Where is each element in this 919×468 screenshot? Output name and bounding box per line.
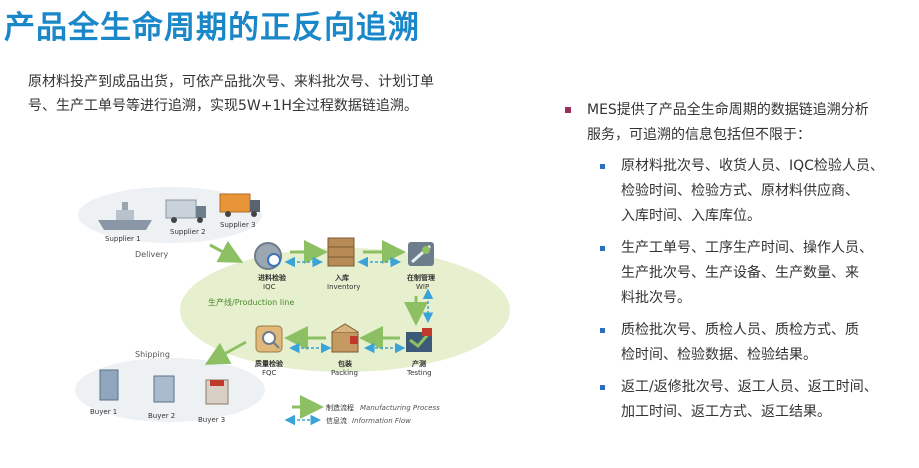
legend-manufacturing-en: Manufacturing Process: [360, 404, 440, 412]
list-item-line: 加工时间、返工方式、返工结果。: [621, 404, 831, 420]
list-item: 原材料批次号、收货人员、IQC检验人员、 检验时间、检验方式、原材料供应商、 入…: [600, 154, 915, 229]
tools-icon: [408, 242, 434, 266]
list-item-line: 返工/返修批次号、返工人员、返工时间、: [621, 379, 878, 395]
document-magnifier-icon: [255, 325, 283, 353]
trace-list: 原材料批次号、收货人员、IQC检验人员、 检验时间、检验方式、原材料供应商、 入…: [565, 154, 915, 425]
list-item-line: 生产工单号、工序生产时间、操作人员、: [621, 240, 873, 256]
ship-icon: [98, 202, 152, 230]
crates-icon: [327, 237, 355, 267]
intro-line-2: 号、生产工单号等进行追溯，实现5W+1H全过程数据链追溯。: [28, 98, 418, 114]
buyer-3-label: Buyer 3: [198, 416, 225, 424]
testing-cn-label: 产测: [412, 359, 426, 368]
production-line-label: 生产线/Production line: [208, 297, 294, 307]
orange-truck-icon: [219, 193, 260, 217]
buyer-1-label: Buyer 1: [90, 408, 117, 416]
list-item-line: 质检批次号、质检人员、质检方式、质: [621, 322, 859, 338]
list-item-line: 料批次号。: [621, 290, 691, 306]
supplier-3-label: Supplier 3: [220, 221, 256, 229]
supplier-1-label: Supplier 1: [105, 235, 141, 243]
packing-cn-label: 包装: [338, 359, 352, 368]
delivery-arrow: [209, 240, 244, 263]
traceability-info: MES提供了产品全生命周期的数据链追溯分析 服务，可追溯的信息包括但不限于： 原…: [565, 98, 915, 432]
lead-paragraph: MES提供了产品全生命周期的数据链追溯分析 服务，可追溯的信息包括但不限于：: [565, 98, 915, 148]
list-item-line: 生产批次号、生产设备、生产数量、来: [621, 265, 859, 281]
legend-information-en: Information Flow: [352, 417, 411, 425]
truck-icon: [165, 199, 206, 223]
diagram-svg: Supplier 1 Supplier 2 Supplier 3 Deliver…: [75, 187, 510, 426]
list-item-line: 原材料批次号、收货人员、IQC检验人员、: [621, 158, 884, 174]
shipping-label: Shipping: [135, 350, 170, 359]
legend-manufacturing-cn: 制造流程: [326, 403, 354, 412]
production-ellipse: [180, 248, 510, 372]
list-item-line: 检时间、检验数据、检验结果。: [621, 347, 817, 363]
intro-text: 原材料投产到成品出货，可依产品批次号、来料批次号、计划订单 号、生产工单号等进行…: [28, 70, 478, 118]
delivery-label: Delivery: [135, 250, 168, 259]
list-bullet: [600, 385, 605, 390]
lead-bullet: [565, 107, 571, 113]
traceability-diagram: Supplier 1 Supplier 2 Supplier 3 Deliver…: [60, 180, 520, 430]
wip-en-label: WIP: [416, 283, 429, 291]
supplier-2-label: Supplier 2: [170, 228, 206, 236]
inventory-cn-label: 入库: [334, 273, 349, 282]
building-icon: [99, 369, 229, 405]
list-bullet: [600, 164, 605, 169]
box-icon: [331, 323, 359, 353]
list-item-line: 入库时间、入库库位。: [621, 208, 761, 224]
list-bullet: [600, 328, 605, 333]
list-item: 质检批次号、质检人员、质检方式、质 检时间、检验数据、检验结果。: [600, 318, 915, 368]
lead-line-1: MES提供了产品全生命周期的数据链追溯分析: [587, 102, 869, 118]
fqc-cn-label: 质量检验: [255, 359, 284, 368]
legend-information-cn: 信息流: [326, 416, 347, 425]
list-item: 生产工单号、工序生产时间、操作人员、 生产批次号、生产设备、生产数量、来 料批次…: [600, 236, 915, 311]
iqc-en-label: IQC: [263, 283, 276, 291]
lead-line-2: 服务，可追溯的信息包括但不限于：: [587, 127, 811, 143]
intro-line-1: 原材料投产到成品出货，可依产品批次号、来料批次号、计划订单: [28, 74, 434, 90]
testing-icon: [406, 328, 432, 352]
inventory-en-label: Inventory: [327, 283, 360, 291]
iqc-cn-label: 进料检验: [258, 273, 287, 282]
buyer-2-label: Buyer 2: [148, 412, 175, 420]
packing-en-label: Packing: [331, 369, 358, 377]
page-title: 产品全生命周期的正反向追溯: [4, 10, 420, 46]
list-item: 返工/返修批次号、返工人员、返工时间、 加工时间、返工方式、返工结果。: [600, 375, 915, 425]
wip-cn-label: 在制管理: [407, 273, 435, 282]
testing-en-label: Testing: [406, 369, 432, 377]
list-item-line: 检验时间、检验方式、原材料供应商、: [621, 183, 859, 199]
list-bullet: [600, 246, 605, 251]
gear-magnifier-icon: [254, 242, 282, 270]
fqc-en-label: FQC: [262, 369, 277, 377]
shipping-arrow: [204, 340, 247, 365]
